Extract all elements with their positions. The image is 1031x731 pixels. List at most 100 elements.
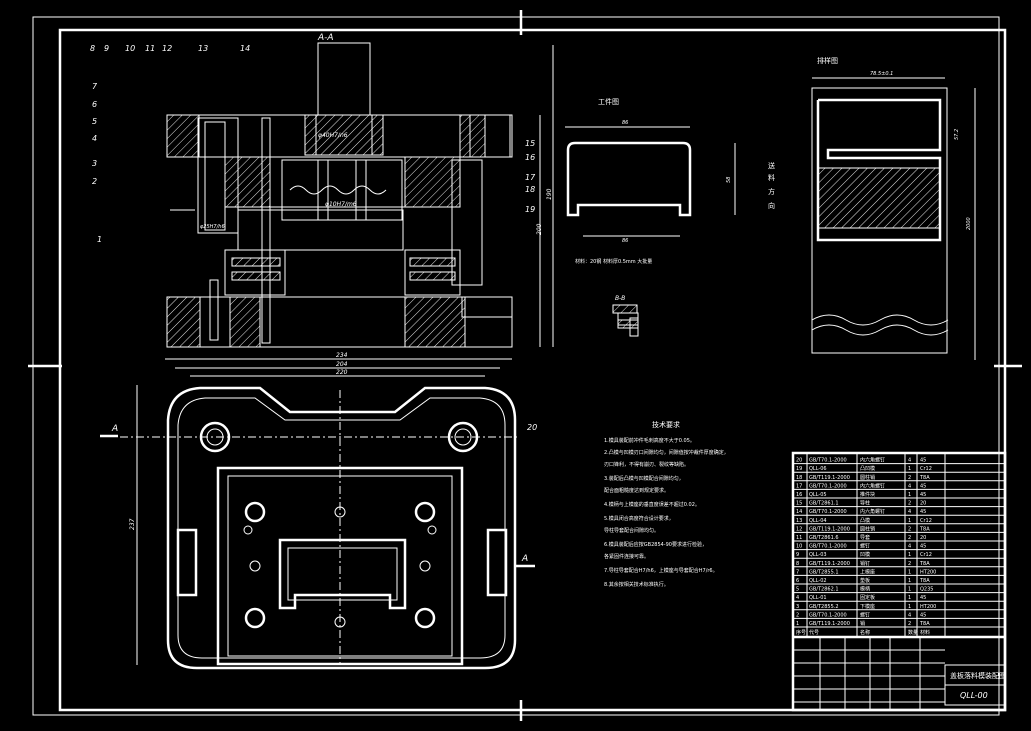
part-no-13: 13 <box>198 44 208 53</box>
part-no-11: 11 <box>145 44 155 53</box>
bom-cell: QLL-01 <box>809 595 827 601</box>
bom-cell: 4 <box>908 612 911 618</box>
part-no-1: 1 <box>97 235 102 244</box>
bom-cell: 推件块 <box>860 491 875 498</box>
tech-req-title: 技术要求 <box>652 420 680 429</box>
bom-cell: 内六角螺钉 <box>860 457 885 464</box>
bom-cell: T8A <box>919 526 930 532</box>
bom-cell: 9 <box>796 552 799 558</box>
bom-cell: 圆柱销 <box>860 474 875 481</box>
bom-cell: GB/T70.1-2000 <box>809 612 847 618</box>
bom-cell: 17 <box>796 483 802 489</box>
bom-cell: QLL-03 <box>809 552 827 558</box>
bom-cell: 1 <box>908 518 911 524</box>
bom-cell: 2 <box>796 612 799 618</box>
plan-view: 234 204 220 237 A A 20 <box>100 352 537 670</box>
tech-req-line: 6.模具装配后应按GB2854-90要求进行检验， <box>604 541 707 548</box>
bom-cell: 垫板 <box>860 577 870 584</box>
part-no-9: 9 <box>104 44 109 53</box>
bom-cell: 螺钉 <box>860 611 870 618</box>
bom-cell: Cr12 <box>920 518 932 524</box>
bom-header-cell: 数量 <box>908 629 918 636</box>
dim-strip-h: 2000 <box>966 217 972 230</box>
bom-cell: 45 <box>920 492 926 498</box>
bom-cell: 4 <box>908 458 911 464</box>
workpiece-title: 工件图 <box>598 97 619 106</box>
part-no-8: 8 <box>90 44 95 53</box>
bom-cell: 15 <box>796 501 802 507</box>
tech-req-line: 5.模具闭合高度符合设计要求， <box>604 515 674 522</box>
part-no-2: 2 <box>92 177 97 186</box>
part-no-14: 14 <box>240 44 250 53</box>
part-no-20: 20 <box>527 423 537 432</box>
bom-cell: 18 <box>796 475 802 481</box>
bom-cell: 导套 <box>860 534 870 541</box>
bom-cell: GB/T2855.1 <box>809 569 839 575</box>
bom-cell: 2 <box>908 526 911 532</box>
bom-cell: 16 <box>796 492 802 498</box>
bom-cell: 1 <box>908 578 911 584</box>
dim-plan-w2: 204 <box>336 361 348 368</box>
drawing-title: 盖板落料模装配图 <box>950 671 1006 680</box>
part-no-15: 15 <box>525 139 535 148</box>
section-label-bb: B-B <box>615 295 625 302</box>
part-no-3: 3 <box>92 159 97 168</box>
bom-cell: 4 <box>908 544 911 550</box>
tech-req-line: 刃口锋利，不得有崩刃、裂纹等缺陷。 <box>604 461 689 468</box>
strip-title: 排样图 <box>817 56 838 65</box>
bom-cell: HT200 <box>920 569 936 575</box>
tech-req-line: 各紧固件连接可靠。 <box>604 553 649 560</box>
bom-cell: 7 <box>796 569 799 575</box>
dim-plan-h: 237 <box>129 518 136 530</box>
dim-elev-h2: 200 <box>536 223 543 235</box>
bom-cell: 1 <box>908 604 911 610</box>
bom-cell: GB/T2861.6 <box>809 535 839 541</box>
bom-cell: GB/T70.1-2000 <box>809 458 847 464</box>
bom-cell: 6 <box>796 578 799 584</box>
bom-cell: 固定板 <box>860 594 875 601</box>
bom-cell: GB/T119.1-2000 <box>809 561 850 567</box>
part-no-10: 10 <box>125 44 135 53</box>
bom-cell: GB/T2862.1 <box>809 587 839 593</box>
bom-cell: QLL-02 <box>809 578 827 584</box>
feed-char-3: 方 <box>768 187 775 196</box>
section-arrow-right: A <box>521 554 528 564</box>
bom-cell: 下模座 <box>860 603 875 610</box>
bom-cell: 20 <box>920 501 926 507</box>
technical-requirements: 技术要求 1.模具装配前冲件毛刺高度不大于0.05。 2.凸模与凹模刃口间隙均匀… <box>604 420 729 588</box>
bom-cell: 1 <box>908 587 911 593</box>
bom-cell: 凹模 <box>860 551 870 558</box>
bom-cell: 13 <box>796 518 802 524</box>
bom-cell: 2 <box>908 621 911 627</box>
bom-cell: 2 <box>908 475 911 481</box>
bom-cell: 螺钉 <box>860 543 870 550</box>
bom-header-cell: 名称 <box>860 629 870 636</box>
bom-cell: 导柱 <box>860 500 870 507</box>
part-no-7: 7 <box>92 82 98 91</box>
bom-cell: 内六角螺钉 <box>860 482 885 489</box>
bom-cell: 19 <box>796 466 802 472</box>
bom-cell: 8 <box>796 561 799 567</box>
bom-cell: T8A <box>919 578 930 584</box>
bom-cell: 模柄 <box>860 586 870 593</box>
tech-req-line: 配合面粗糙度达到规定要求。 <box>604 487 669 494</box>
bom-cell: 3 <box>796 604 799 610</box>
bom-cell: GB/T70.1-2000 <box>809 483 847 489</box>
bom-cell: 4 <box>908 483 911 489</box>
bom-cell: GB/T70.1-2000 <box>809 509 847 515</box>
bom-cell: 2 <box>908 501 911 507</box>
feed-char-4: 向 <box>768 201 775 210</box>
feed-char-1: 送 <box>768 161 775 170</box>
bom-cell: GB/T2855.2 <box>809 604 839 610</box>
drawing-code: QLL-00 <box>960 691 988 700</box>
bom-cell: 12 <box>796 526 802 532</box>
workpiece-view: 工件图 86 86 58 材料：20钢 材料厚0.5mm 大批量 <box>565 97 736 265</box>
strip-width-dim: 78.5±0.1 <box>870 71 893 77</box>
bom-cell: T8A <box>919 621 930 627</box>
inner-frame <box>58 28 1007 712</box>
part-no-5: 5 <box>92 117 97 126</box>
bom-cell: 10 <box>796 544 802 550</box>
bom-cell: 14 <box>796 509 802 515</box>
